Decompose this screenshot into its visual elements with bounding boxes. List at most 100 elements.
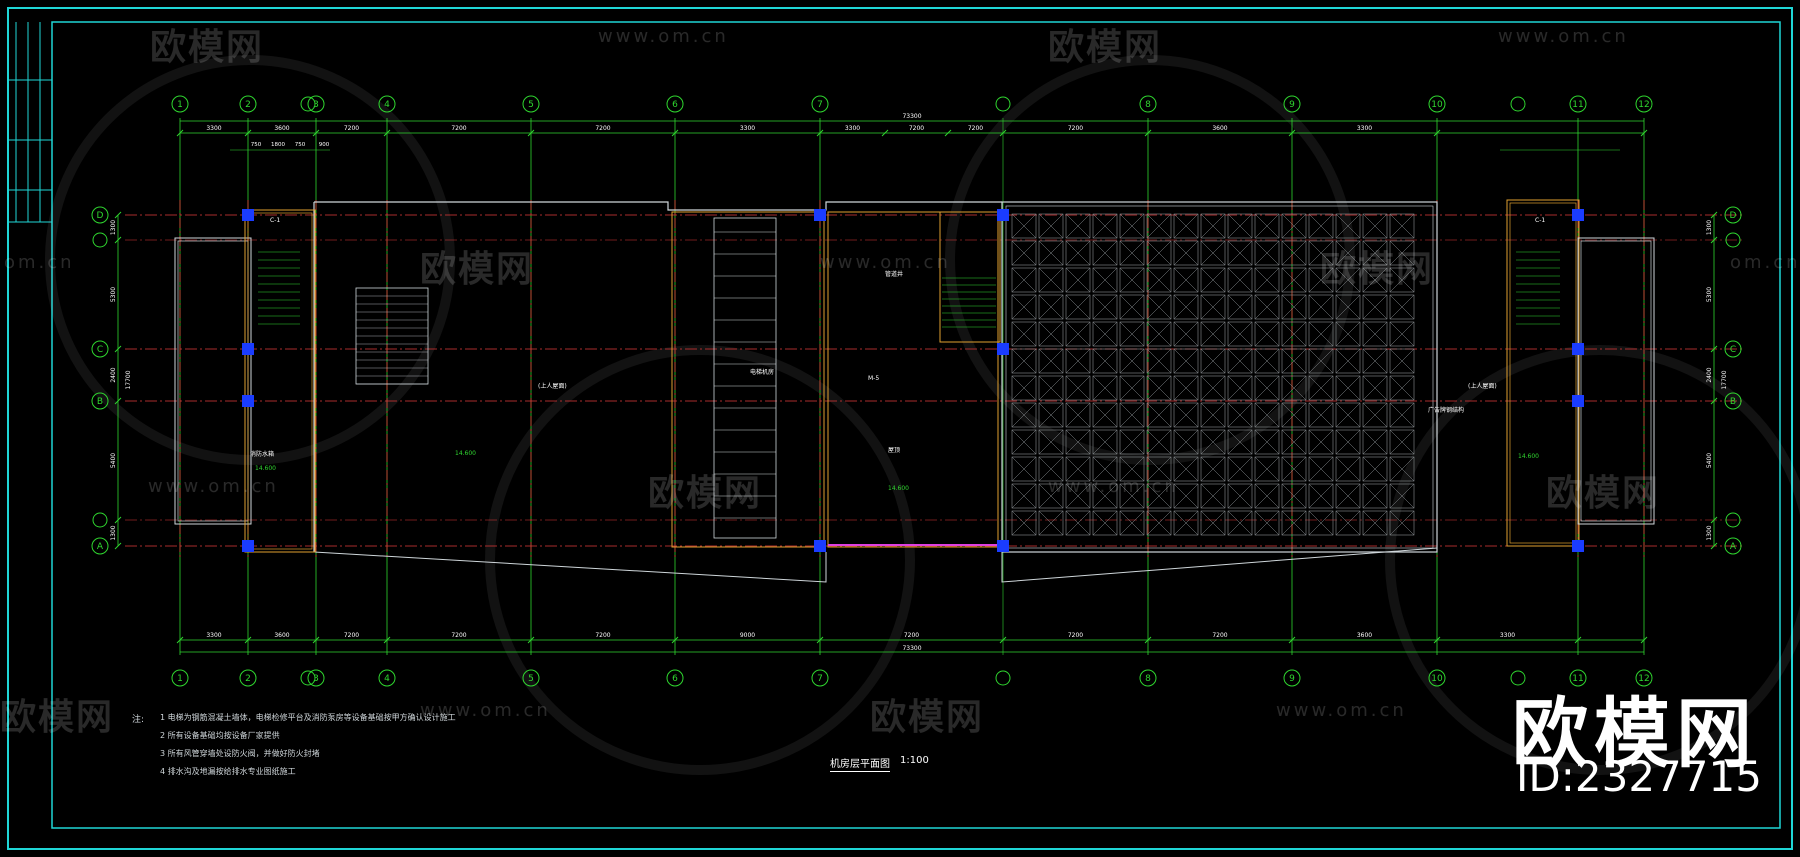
grid-bubble-half <box>1510 670 1526 686</box>
hatch-cell <box>1227 267 1253 293</box>
hatch-cell <box>1173 429 1199 455</box>
hatch-x-b <box>1200 348 1226 374</box>
hatch-cell <box>1119 456 1145 482</box>
dim-vertical-label: 1300 <box>110 220 117 235</box>
grid-bubble-label: A <box>97 542 104 552</box>
grid-bubble-half <box>1510 96 1526 112</box>
hatch-x-b <box>1065 483 1091 509</box>
hatch-cell <box>1173 294 1199 320</box>
dim-vertical-label: 5300 <box>110 287 117 302</box>
column <box>1572 395 1584 407</box>
hatch-x-b <box>1389 456 1415 482</box>
hatch-x-b <box>1119 456 1145 482</box>
hatch-cell <box>1038 321 1064 347</box>
dim-top-tick <box>176 129 184 137</box>
dim-vertical-tick <box>114 211 122 219</box>
grid-bubble-half <box>92 232 108 248</box>
column <box>997 343 1009 355</box>
hatch-cell <box>1038 294 1064 320</box>
hatch-cell <box>1065 375 1091 401</box>
hatch-x-b <box>1038 321 1064 347</box>
structural-columns <box>242 209 1584 552</box>
hatch-x-b <box>1200 402 1226 428</box>
hatch-cell <box>1011 402 1037 428</box>
dim-bottom-label: 9000 <box>740 632 755 639</box>
watermark-logo-3: 欧模网 <box>420 249 535 290</box>
hatch-x-b <box>1011 240 1037 266</box>
hatch-x-b <box>1065 375 1091 401</box>
hatch-cell <box>1038 213 1064 239</box>
dim-top-label: 7200 <box>1068 125 1083 132</box>
hatch-x-b <box>1281 213 1307 239</box>
hatch-cell <box>1200 456 1226 482</box>
hatch-cell <box>1065 510 1091 536</box>
hatch-x-b <box>1011 429 1037 455</box>
dim-top-label: 3300 <box>740 125 755 132</box>
hatch-x-b <box>1362 402 1388 428</box>
hatch-cell <box>1092 213 1118 239</box>
column <box>242 209 254 221</box>
elevation-4: 14.600 <box>1518 453 1539 460</box>
hatch-x-b <box>1281 294 1307 320</box>
watermark-url-8: www.om.cn <box>420 700 551 721</box>
hatch-cell <box>1119 483 1145 509</box>
grid-bubble-label: 5 <box>528 100 534 110</box>
wall-bottom-slant-right <box>1001 547 1438 583</box>
dim-vertical-tick <box>1710 345 1718 353</box>
dim-vertical-label: 1300 <box>1706 220 1713 235</box>
dim-top-label: 3600 <box>1212 125 1227 132</box>
hatch-x-b <box>1308 213 1334 239</box>
hatch-x-b <box>1389 402 1415 428</box>
dim-overall-bottom-label: 73300 <box>902 645 921 652</box>
hatch-cell <box>1038 240 1064 266</box>
dim-top-label: 7200 <box>968 125 983 132</box>
hatch-cell <box>1335 240 1361 266</box>
hatch-x-b <box>1065 429 1091 455</box>
grid-bubble <box>1139 669 1157 687</box>
roof-hatch-grid <box>1011 213 1415 536</box>
hatch-cell <box>1335 510 1361 536</box>
hatch-x-b <box>1065 267 1091 293</box>
hatch-x-b <box>1065 456 1091 482</box>
hatch-x-b <box>1011 402 1037 428</box>
grid-bubble-label: 10 <box>1431 674 1443 684</box>
grid-bubble <box>91 206 109 224</box>
grid-bubble <box>91 392 109 410</box>
hatch-x-b <box>1173 483 1199 509</box>
hatch-x-b <box>1173 348 1199 374</box>
watermark-logo-4: 欧模网 <box>1320 249 1435 290</box>
hatch-cell <box>1119 402 1145 428</box>
hatch-cell <box>1308 294 1334 320</box>
dim-bottom-tick <box>1574 636 1582 644</box>
hatch-x-b <box>1092 375 1118 401</box>
hatch-x-b <box>1146 294 1172 320</box>
hatch-cell <box>1092 375 1118 401</box>
grid-bubble <box>378 95 396 113</box>
hatch-x-b <box>1200 294 1226 320</box>
dim-bottom-label: 7200 <box>595 632 610 639</box>
hatch-cell <box>1200 321 1226 347</box>
hatch-cell <box>1200 294 1226 320</box>
hatch-cell <box>1173 510 1199 536</box>
hatch-cell <box>1281 267 1307 293</box>
elevation-3: 14.600 <box>888 485 909 492</box>
hatch-x-b <box>1227 267 1253 293</box>
hatch-cell <box>1362 375 1388 401</box>
hatch-cell <box>1173 240 1199 266</box>
hatch-x-b <box>1200 375 1226 401</box>
room-label-right: (上人屋面) <box>1468 382 1497 390</box>
hatch-cell <box>1146 294 1172 320</box>
stair-label-left: C-1 <box>270 217 280 224</box>
dim-vertical-total: 17700 <box>1721 370 1728 389</box>
dim-vertical-tick <box>114 516 122 524</box>
hatch-x-b <box>1308 375 1334 401</box>
hatch-x-b <box>1011 375 1037 401</box>
hatch-cell <box>1038 429 1064 455</box>
dim-vertical-total: 17700 <box>125 370 132 389</box>
hatch-x-b <box>1308 348 1334 374</box>
dim-bottom-tick <box>244 636 252 644</box>
hatch-cell <box>1065 240 1091 266</box>
dim-sub-label: 1800 <box>271 142 285 148</box>
hatch-x-b <box>1119 240 1145 266</box>
